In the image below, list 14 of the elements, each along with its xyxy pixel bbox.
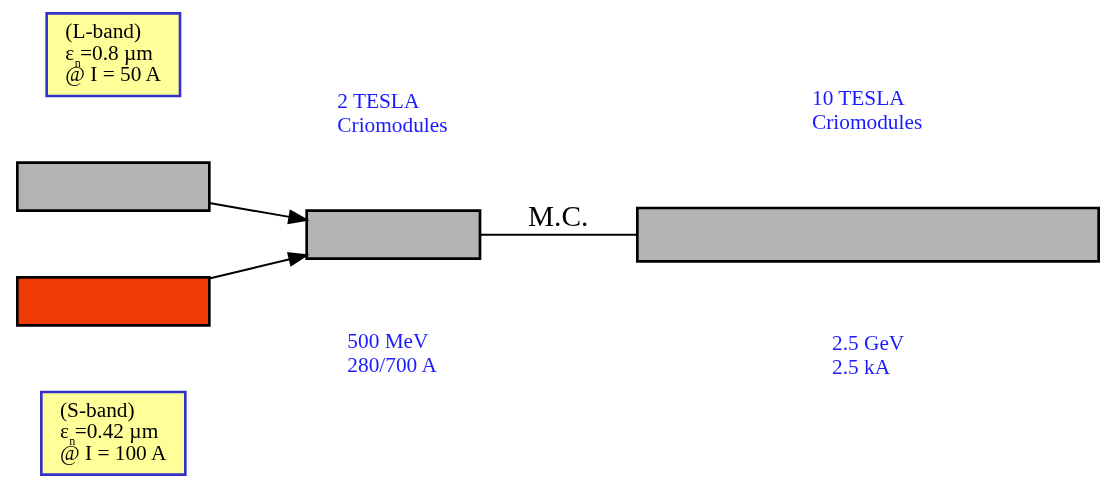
node-label: 500 MeV 280/700 A bbox=[346, 328, 437, 377]
arrow bbox=[207, 202, 310, 225]
node-box bbox=[635, 206, 1100, 263]
node-label: 2 TESLA Criomodules bbox=[336, 88, 448, 137]
connector bbox=[478, 233, 638, 236]
node-box bbox=[304, 209, 481, 260]
node-box bbox=[15, 276, 211, 327]
node-label: 2.5 GeV 2.5 kA bbox=[831, 331, 904, 380]
node-box: (L-band) ε$_{n}$=0.8 µm @ I = 50 A bbox=[44, 12, 181, 98]
node-box: (S-band) ε$_{n}$=0.42 µm @ I = 100 A bbox=[39, 390, 187, 476]
arrow bbox=[207, 252, 310, 280]
node-box bbox=[15, 161, 211, 212]
node-label: 10 TESLA Criomodules bbox=[811, 86, 922, 135]
edge-label: M.C. bbox=[527, 200, 588, 233]
